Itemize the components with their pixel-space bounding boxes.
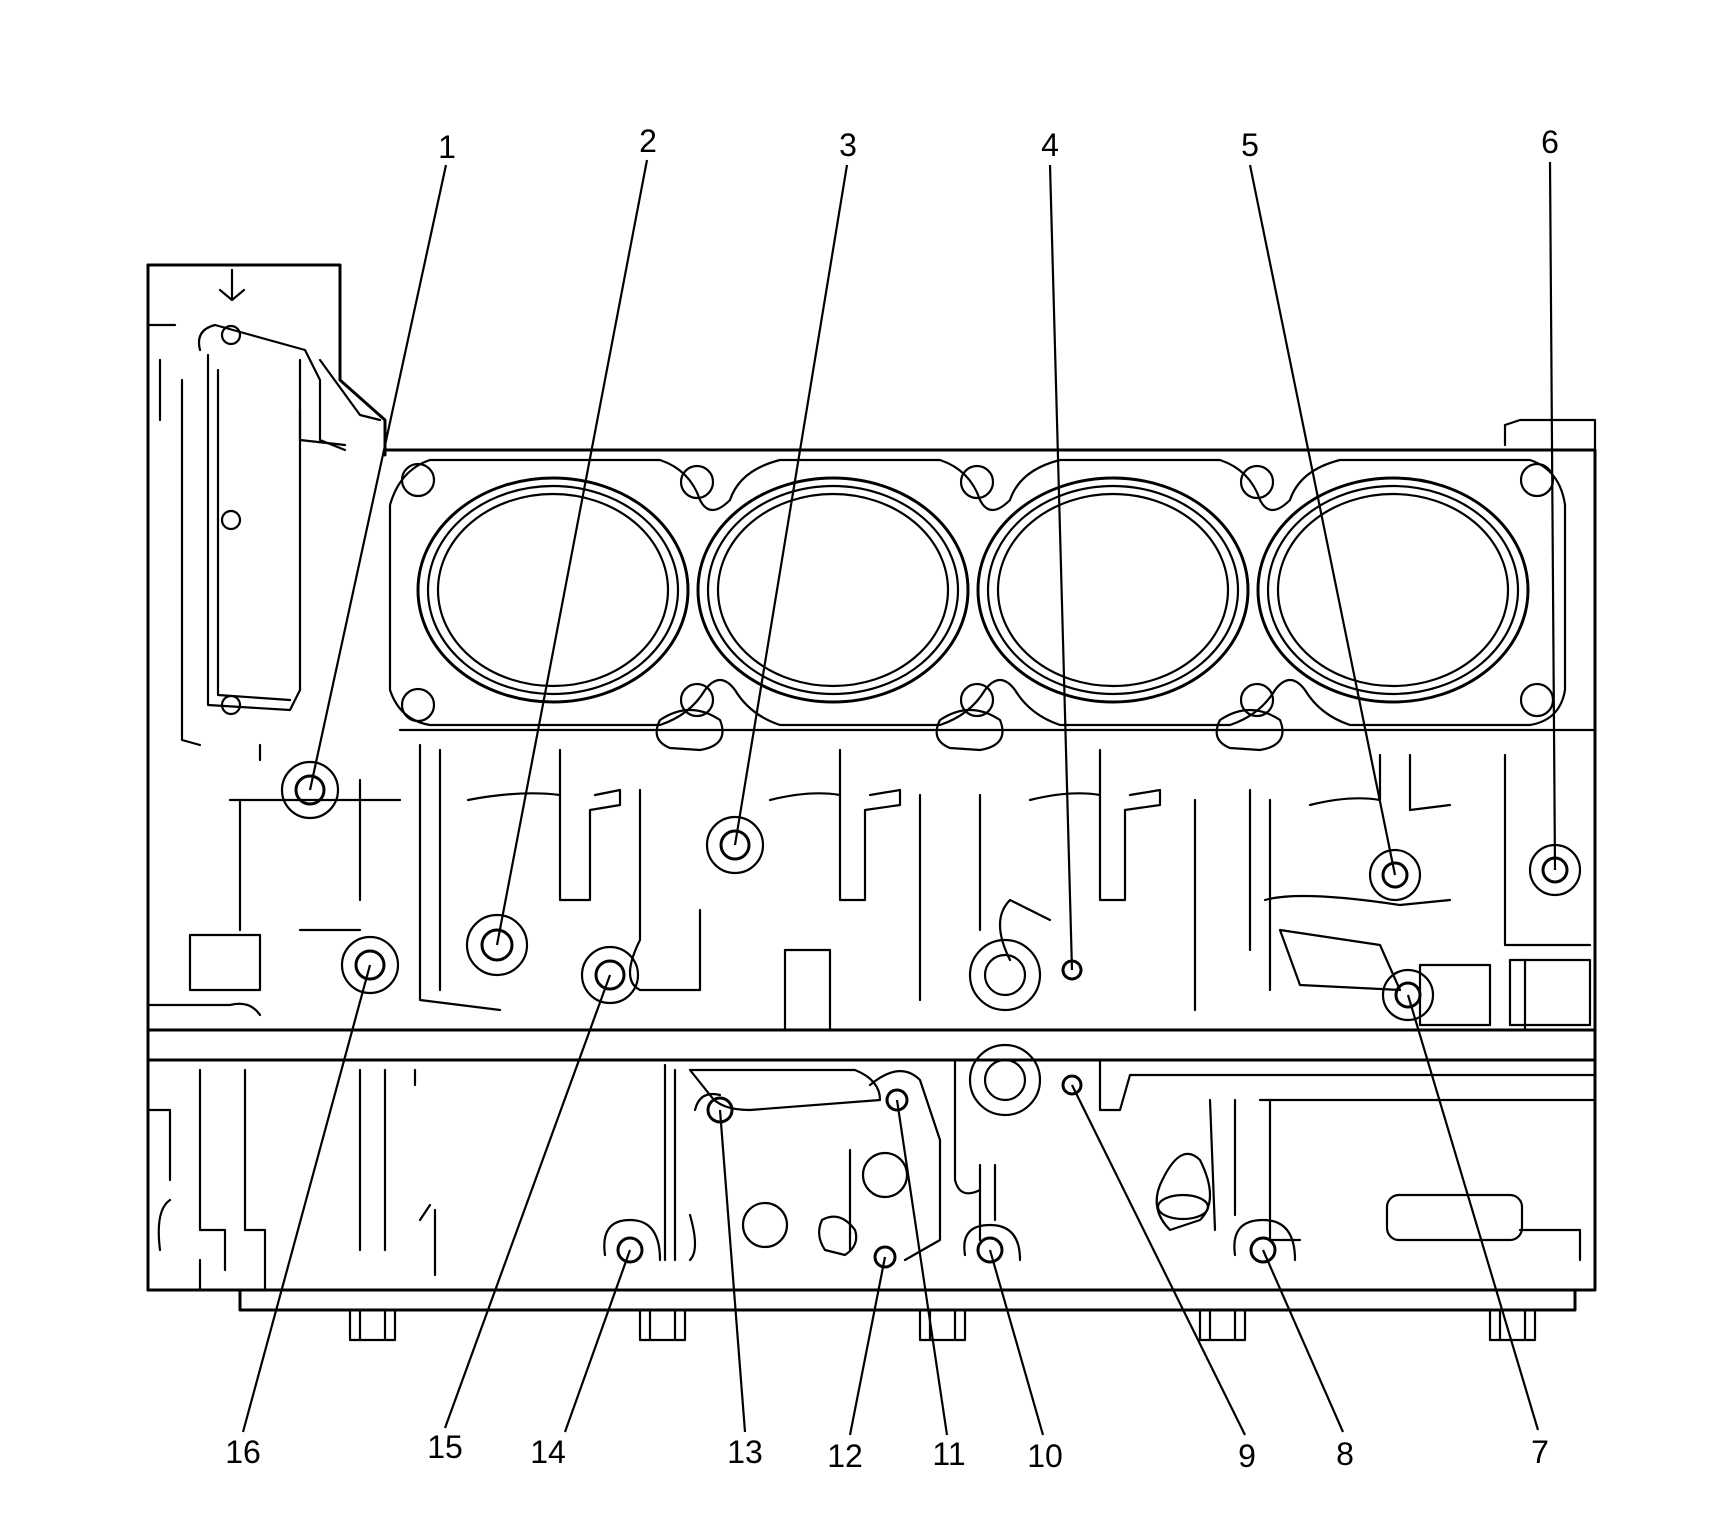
bolt-hole-3 (719, 829, 751, 861)
head-gasket (388, 458, 1567, 752)
bolt-hole-16 (354, 949, 386, 981)
bolt-hole-2 (480, 928, 514, 962)
cylinder-bore-3 (976, 476, 1250, 704)
callout-4: 4 (1041, 127, 1059, 163)
bolt-hole-1 (294, 774, 326, 806)
callout-16: 16 (225, 1434, 261, 1470)
bolt-bosses (280, 760, 1582, 1262)
bolt-hole-11 (885, 1088, 909, 1112)
bolt-holes (294, 774, 1569, 1269)
callout-7: 7 (1531, 1434, 1549, 1470)
callout-2: 2 (639, 123, 657, 159)
callout-11: 11 (932, 1436, 965, 1472)
front-cover-region (146, 263, 387, 1292)
callout-13: 13 (727, 1434, 763, 1470)
callout-8: 8 (1336, 1436, 1354, 1472)
bolt-hole-12 (873, 1245, 897, 1269)
callout-15: 15 (427, 1429, 463, 1465)
block-deck (146, 418, 1597, 1312)
callout-6: 6 (1541, 124, 1559, 160)
bolt-hole-10 (976, 1236, 1004, 1264)
cylinder-bores (416, 476, 1530, 704)
leader-lines (241, 159, 1557, 1436)
bolt-hole-8 (1249, 1236, 1277, 1264)
bolt-hole-9 (1061, 1074, 1083, 1096)
callout-14: 14 (530, 1434, 566, 1470)
bolt-hole-5 (1381, 861, 1409, 889)
bolt-hole-15 (594, 959, 626, 991)
callout-1: 1 (438, 129, 456, 165)
callout-10: 10 (1027, 1438, 1063, 1474)
side-wall-ribs (146, 743, 1592, 1032)
cylinder-bore-1 (416, 476, 690, 704)
callout-12: 12 (827, 1438, 863, 1474)
lower-crankcase (146, 1058, 1597, 1292)
bolt-hole-14 (616, 1236, 644, 1264)
callout-labels: 1 2 3 4 5 6 7 8 9 10 11 12 13 14 15 16 (225, 123, 1559, 1474)
oil-pan-bolts (348, 1308, 1537, 1342)
cylinder-bore-2 (696, 476, 970, 704)
callout-3: 3 (839, 127, 857, 163)
callout-9: 9 (1238, 1438, 1256, 1474)
callout-5: 5 (1241, 127, 1259, 163)
bolt-hole-7 (1394, 981, 1422, 1009)
cylinder-bore-4 (1256, 476, 1530, 704)
